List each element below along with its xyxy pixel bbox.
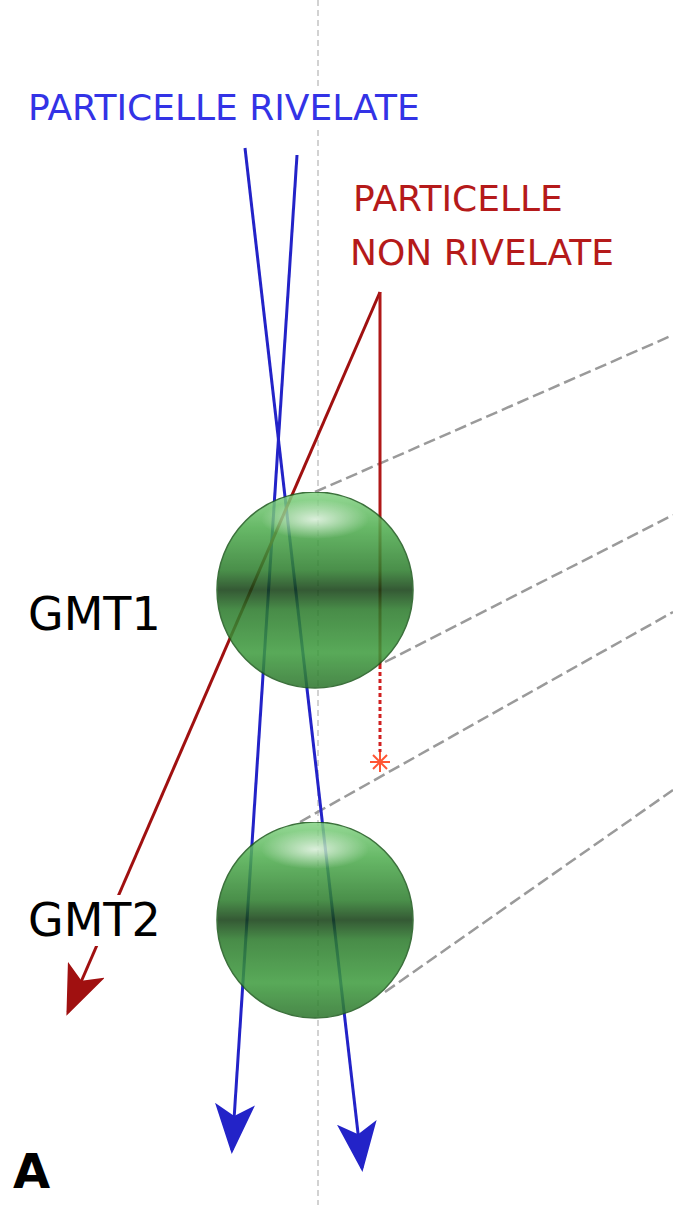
detector-sphere: GMT1 — [20, 492, 420, 692]
panel-letter: A — [10, 1143, 53, 1199]
particle-label: PARTICELLE NON RIVELATE — [350, 178, 617, 273]
detector-sphere: GMT2 — [20, 822, 420, 1022]
projection-line — [385, 515, 673, 662]
particle-label: PARTICELLE RIVELATE — [25, 87, 423, 128]
detector-label: GMT2 — [24, 895, 165, 946]
red-track-dotted — [379, 665, 382, 752]
detector-label: GMT1 — [24, 589, 165, 640]
projection-line — [385, 790, 673, 992]
projection-line — [315, 335, 673, 492]
decay-star — [370, 752, 390, 772]
